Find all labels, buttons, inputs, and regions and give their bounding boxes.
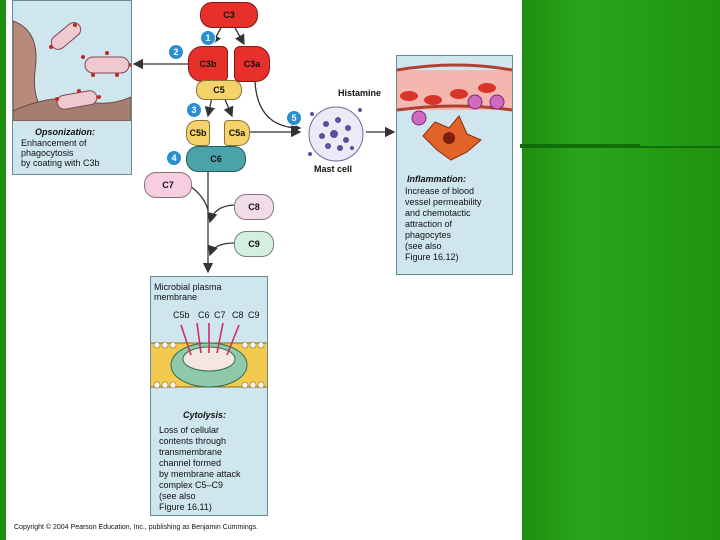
membrane-label-line-2: membrane [154,292,198,302]
complex-label-c6: C6 [198,310,210,320]
c3b-molecule: C3b [188,46,228,82]
mast-cell-illustration [308,106,364,162]
complex-label-c8: C8 [232,310,244,320]
inflammation-panel: Inflammation: Increase of blood vessel p… [396,55,513,275]
cytolysis-line-6: complex C5–C9 [159,480,224,490]
cytolysis-panel: Microbial plasma membrane C5b C6 C7 C8 C… [150,276,268,516]
left-green-bar [0,0,6,540]
step-4-badge: 4 [166,150,182,166]
membrane-attack-complex-illustration [151,322,267,389]
c6-molecule: C6 [186,146,246,172]
c9-molecule: C9 [234,231,274,257]
cytolysis-line-4: channel formed [159,458,222,468]
inflammation-line-7: Figure 16.12) [405,252,459,262]
c5b-molecule: C5b [186,120,210,146]
opsonization-line-2: phagocytosis [21,148,74,158]
cytolysis-line-1: Loss of cellular [159,425,220,435]
phagocyte-bacteria-illustration [13,20,131,121]
complex-label-c5b: C5b [173,310,190,320]
c8-molecule: C8 [234,194,274,220]
step-2-badge: 2 [168,44,184,60]
right-green-panel [522,0,720,540]
mast-cell-label: Mast cell [314,164,353,174]
copyright-notice: Copyright © 2004 Pearson Education, Inc.… [14,524,259,531]
c3a-molecule: C3a [234,46,270,82]
cytolysis-line-5: by membrane attack [159,469,241,479]
complex-label-c7: C7 [214,310,226,320]
step-5-badge: 5 [286,110,302,126]
cytolysis-title: Cytolysis: [183,410,227,420]
step-1-badge: 1 [200,30,216,46]
histamine-label: Histamine [338,88,382,98]
inflammation-line-6: (see also [405,241,442,251]
right-dark-stripe [520,144,640,148]
opsonization-line-1: Enhancement of [21,138,87,148]
cytolysis-line-2: contents through [159,436,227,446]
inflammation-line-2: vessel permeability [405,197,482,207]
inflammation-line-5: phagocytes [405,230,452,240]
c7-molecule: C7 [144,172,192,198]
c5-molecule: C5 [196,80,242,100]
opsonization-panel: Opsonization: Enhancement of phagocytosi… [12,0,132,175]
c5a-molecule: C5a [224,120,250,146]
c3-molecule: C3 [200,2,258,28]
inflammation-title: Inflammation: [407,174,467,184]
complex-label-c9: C9 [248,310,260,320]
opsonization-title: Opsonization: [35,127,95,137]
opsonization-line-3: by coating with C3b [21,158,100,168]
inflammation-line-1: Increase of blood [405,186,475,196]
cytolysis-line-3: transmembrane [159,447,223,457]
inflammation-line-4: attraction of [405,219,453,229]
cytolysis-line-8: Figure 16.11) [159,502,212,512]
membrane-label-line-1: Microbial plasma [154,282,222,292]
step-3-badge: 3 [186,102,202,118]
inflammation-line-3: and chemotactic [405,208,471,218]
blood-vessel-illustration [397,63,512,161]
right-dark-stripe-2 [640,146,720,148]
cytolysis-line-7: (see also [159,491,196,501]
